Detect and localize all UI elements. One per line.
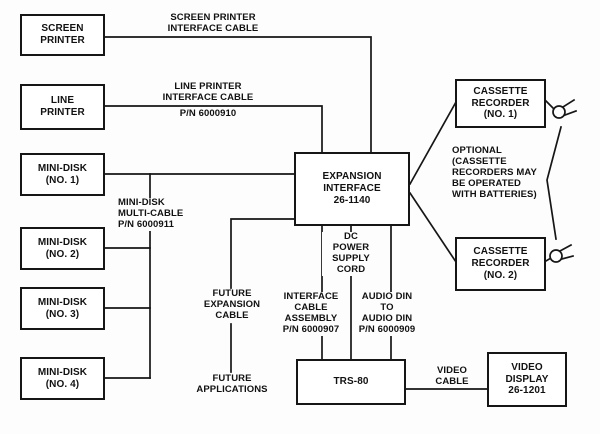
mini-disk-1-box: MINI-DISK(NO. 1) <box>20 153 105 196</box>
future-expansion-line-top <box>230 218 295 289</box>
power-plug-icon-2 <box>549 243 575 263</box>
power-plug-icon-1 <box>552 98 578 119</box>
mini-disk-2-box: MINI-DISK(NO. 2) <box>20 227 105 270</box>
line-printer-cable-line <box>104 105 323 153</box>
mini-disk-3-box: MINI-DISK(NO. 3) <box>20 287 105 330</box>
screen-printer-cable-line <box>104 36 372 153</box>
cassette-2-line <box>408 191 458 264</box>
cassette-1-line <box>408 100 458 186</box>
cassette-1-plug-cord <box>544 99 555 110</box>
battery-option-cord <box>546 125 563 240</box>
mini-disk-4-box: MINI-DISK(NO. 4) <box>20 357 105 400</box>
trs-80-box: TRS-80 <box>296 359 406 405</box>
